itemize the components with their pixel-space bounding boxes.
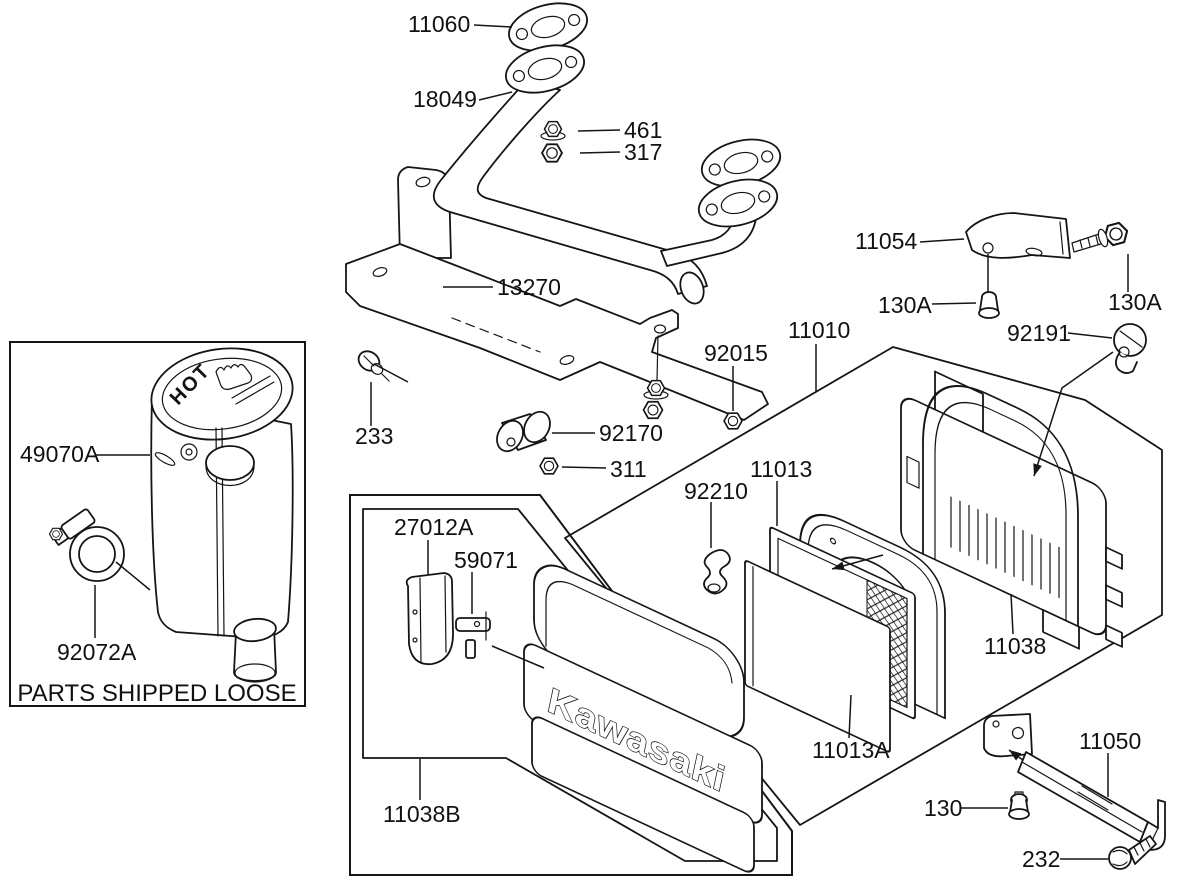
part-air-cleaner-body-11038 [900, 370, 1123, 650]
part-label-92015: 92015 [704, 340, 768, 366]
part-foam-element-11013a [744, 560, 891, 753]
part-labels: 11060 18049 461 317 13270 11054 130A 130… [17, 11, 1162, 872]
part-screw-232 [1108, 835, 1157, 870]
part-bracket-11054 [965, 212, 1071, 259]
part-hook-27012a [405, 572, 454, 666]
assembly-region-outline [564, 346, 1163, 826]
part-label-49070a: 49070A [20, 441, 100, 467]
vent-slots [950, 496, 1060, 599]
part-label-92170: 92170 [599, 420, 663, 446]
part-screw-233 [357, 350, 390, 382]
part-nut-311 [539, 457, 559, 475]
part-label-461: 461 [624, 117, 662, 143]
part-label-11038: 11038 [984, 633, 1046, 659]
part-label-11060: 11060 [408, 11, 470, 37]
group-box-parts-shipped-loose [9, 341, 306, 707]
part-label-233: 233 [355, 423, 393, 449]
part-label-27012a: 27012A [394, 514, 474, 540]
part-clip-92210 [703, 549, 731, 595]
part-nut-317 [541, 143, 563, 163]
part-label-130: 130 [924, 795, 962, 821]
part-label-130a-right: 130A [1108, 289, 1162, 315]
part-muffler-49070a: HOT [150, 347, 294, 683]
part-cover-kawasaki: Kawasaki [523, 564, 763, 873]
element-insert-arrow [831, 554, 884, 571]
part-label-59071: 59071 [454, 547, 518, 573]
part-label-11013a: 11013A [812, 737, 890, 763]
part-label-130a-left: 130A [878, 292, 932, 318]
part-label-92191: 92191 [1007, 320, 1071, 346]
part-label-11013: 11013 [750, 456, 812, 482]
part-nut-92015 [723, 412, 743, 430]
part-clamp-92072a [48, 508, 125, 582]
part-label-317: 317 [624, 139, 662, 165]
part-label-11010: 11010 [788, 317, 850, 343]
part-gasket-11060-right [692, 131, 787, 235]
part-label-92210: 92210 [684, 478, 748, 504]
part-label-92072a: 92072A [57, 639, 137, 665]
part-label-13270: 13270 [497, 274, 561, 300]
part-label-11054: 11054 [855, 228, 917, 254]
part-label-11050: 11050 [1079, 728, 1141, 754]
part-washer-461 [540, 120, 566, 141]
part-bolt-130 [1008, 791, 1030, 820]
part-washer-nut-bracket [642, 379, 669, 420]
part-bolt-130a-left [978, 291, 1000, 319]
parts-shipped-loose-caption: PARTS SHIPPED LOOSE [17, 680, 296, 707]
leader-lines [94, 24, 1129, 860]
part-label-18049: 18049 [413, 86, 477, 112]
part-gasket-11060-upper [499, 0, 594, 102]
part-collar-92170 [496, 410, 551, 453]
part-plug-92191 [1113, 323, 1147, 374]
hand-warning-icon [215, 363, 253, 390]
part-label-232: 232 [1022, 846, 1060, 872]
part-pin-59071 [455, 611, 491, 659]
part-label-11038b: 11038B [383, 801, 461, 827]
part-label-311: 311 [610, 456, 647, 482]
part-bolt-130a-right [1071, 220, 1131, 253]
